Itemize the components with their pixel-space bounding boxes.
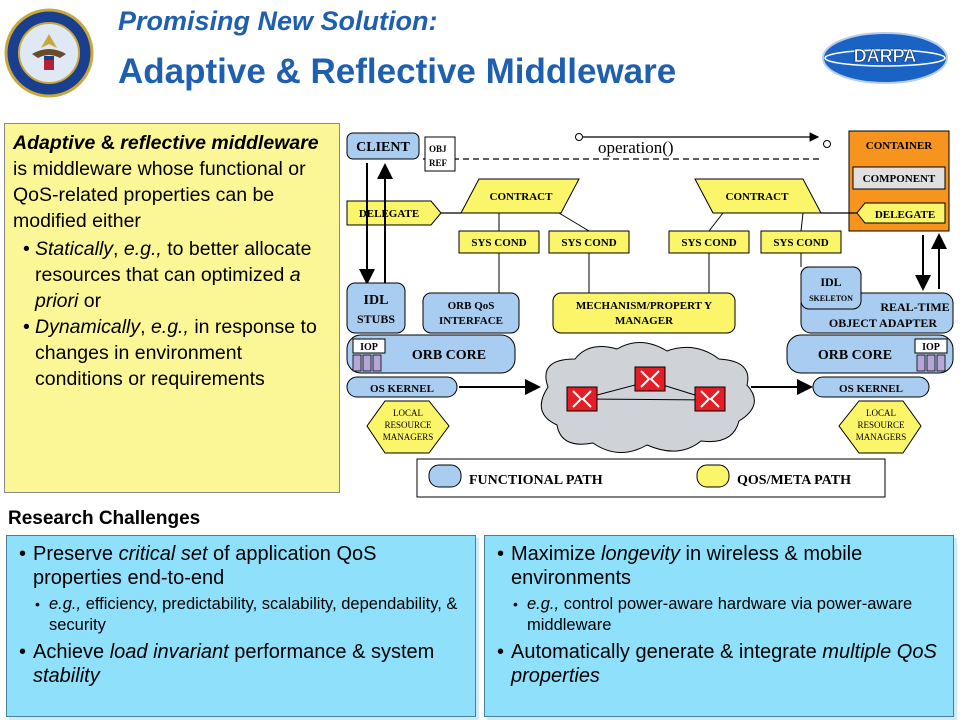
sys-cond-row: SYS COND SYS COND SYS COND SYS COND — [458, 230, 842, 254]
svg-text:MANAGERS: MANAGERS — [856, 432, 907, 442]
orb-core-right — [786, 334, 954, 374]
definition-bullets: Statically, e.g., to better allocate res… — [13, 236, 333, 392]
mechanism-manager-box — [552, 292, 736, 334]
diagram-legend — [416, 458, 886, 498]
svg-text:ORB QoS: ORB QoS — [448, 300, 495, 312]
svg-text:OBJECT ADAPTER: OBJECT ADAPTER — [829, 316, 937, 330]
router-icon — [634, 366, 666, 392]
svg-text:SYS COND: SYS COND — [561, 237, 616, 249]
definition-box: Adaptive & reflective middleware is midd… — [4, 123, 340, 493]
definition-text: Adaptive & reflective middleware is midd… — [13, 132, 319, 232]
dod-seal-logo — [4, 8, 94, 98]
svg-text:IDL: IDL — [364, 293, 389, 308]
orb-core-left — [346, 334, 516, 374]
router-icon — [694, 386, 726, 412]
contract-left — [460, 178, 580, 214]
client-label: CLIENT — [356, 140, 410, 155]
list-item: Preserve critical set of application QoS… — [19, 542, 467, 590]
svg-text:MANAGERS: MANAGERS — [383, 432, 434, 442]
os-kernel-right — [812, 376, 930, 398]
svg-text:SYS COND: SYS COND — [471, 237, 526, 249]
svg-text:IDL: IDL — [820, 275, 841, 289]
svg-text:MANAGER: MANAGER — [615, 315, 674, 327]
legend-functional-swatch — [428, 464, 462, 488]
delegate-left-box — [346, 200, 442, 226]
svg-text:MECHANISM/PROPERT Y: MECHANISM/PROPERT Y — [576, 300, 712, 312]
darpa-logo-text: DARPA — [854, 46, 917, 66]
list-item: e.g., control power-aware hardware via p… — [497, 594, 945, 636]
svg-text:INTERFACE: INTERFACE — [439, 315, 503, 327]
svg-text:SYS COND: SYS COND — [681, 237, 736, 249]
orb-qos-interface-box — [422, 292, 520, 334]
local-resource-managers-right — [838, 400, 922, 454]
operation-label: operation() — [598, 138, 674, 157]
svg-text:DELEGATE: DELEGATE — [359, 208, 419, 220]
obj-ref-box — [424, 136, 456, 172]
idl-stubs-box — [346, 282, 406, 334]
list-item: Statically, e.g., to better allocate res… — [23, 236, 333, 314]
challenges-panel-right: Maximize longevity in wireless & mobile … — [484, 535, 954, 717]
svg-text:OS KERNEL: OS KERNEL — [839, 383, 903, 395]
os-kernel-left — [346, 376, 458, 398]
contract-right — [694, 178, 822, 214]
page-title: Adaptive & Reflective Middleware — [118, 52, 677, 91]
component-box — [852, 166, 946, 190]
legend-qos-label: QOS/META PATH — [737, 473, 851, 488]
title-line-1: Promising New Solution: — [118, 6, 438, 36]
svg-text:IOP: IOP — [922, 342, 940, 353]
svg-text:RESOURCE: RESOURCE — [857, 420, 905, 430]
client-box — [346, 132, 420, 160]
svg-text:CONTAINER: CONTAINER — [866, 140, 933, 152]
svg-text:ORB CORE: ORB CORE — [818, 348, 892, 363]
svg-text:OBJ: OBJ — [429, 144, 447, 154]
research-challenges-heading: Research Challenges — [8, 508, 201, 529]
svg-text:LOCAL: LOCAL — [393, 408, 423, 418]
svg-text:SYS COND: SYS COND — [773, 237, 828, 249]
router-icon — [566, 386, 598, 412]
list-item: e.g., efficiency, predictability, scalab… — [19, 594, 467, 636]
svg-text:REF: REF — [429, 158, 448, 168]
svg-text:IOP: IOP — [360, 342, 378, 353]
list-item: Achieve load invariant performance & sys… — [19, 640, 467, 688]
list-item: Maximize longevity in wireless & mobile … — [497, 542, 945, 590]
legend-functional-label: FUNCTIONAL PATH — [469, 473, 603, 488]
legend-qos-swatch — [696, 464, 730, 488]
svg-text:STUBS: STUBS — [357, 312, 395, 326]
svg-text:REAL-TIME: REAL-TIME — [880, 300, 949, 314]
svg-text:ORB CORE: ORB CORE — [412, 348, 486, 363]
network-cloud — [540, 342, 755, 453]
svg-text:LOCAL: LOCAL — [866, 408, 896, 418]
list-item: Automatically generate & integrate multi… — [497, 640, 945, 688]
svg-text:DELEGATE: DELEGATE — [875, 209, 935, 221]
svg-text:CONTRACT: CONTRACT — [726, 191, 790, 203]
svg-text:COMPONENT: COMPONENT — [863, 173, 936, 185]
svg-text:CONTRACT: CONTRACT — [490, 191, 554, 203]
darpa-logo: DARPA — [822, 32, 948, 84]
svg-text:RESOURCE: RESOURCE — [384, 420, 432, 430]
middleware-architecture-diagram: operation() CLIENT OBJ REF CONTAINER COM… — [346, 130, 954, 498]
local-resource-managers-left — [366, 400, 450, 454]
challenges-panel-left: Preserve critical set of application QoS… — [6, 535, 476, 717]
delegate-right-box — [856, 202, 946, 224]
svg-text:SKELETON: SKELETON — [809, 294, 853, 303]
svg-text:OS KERNEL: OS KERNEL — [370, 383, 434, 395]
list-item: Dynamically, e.g., in response to change… — [23, 314, 333, 392]
